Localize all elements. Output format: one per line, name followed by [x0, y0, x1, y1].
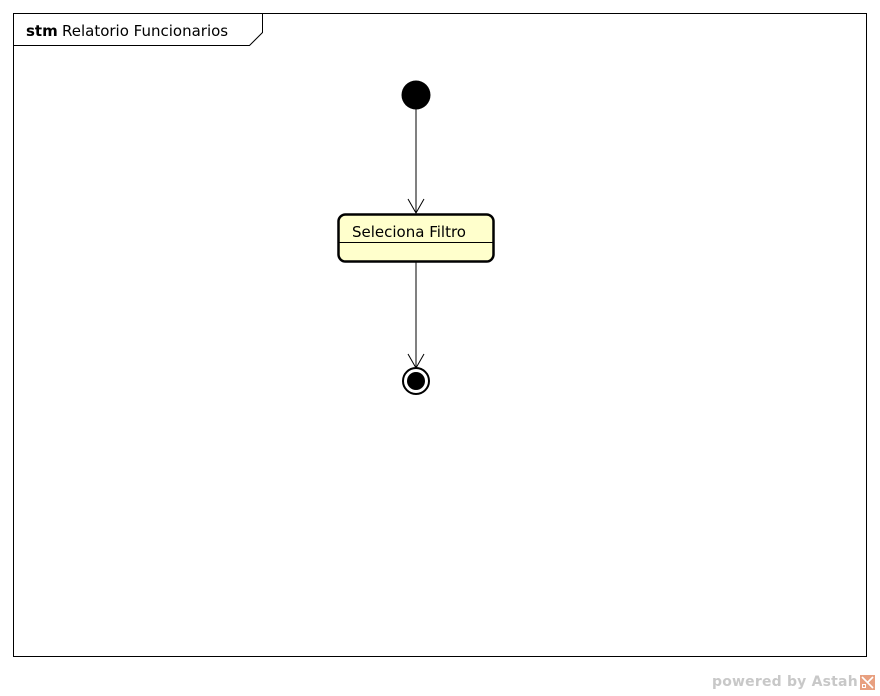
frame-keyword: stm	[26, 22, 58, 40]
initial-pseudostate[interactable]	[401, 80, 431, 110]
diagram-frame	[13, 13, 867, 657]
transition-initial-to-seleciona-filtro[interactable]	[407, 109, 425, 215]
astah-logo-icon	[860, 675, 875, 690]
final-state[interactable]	[402, 367, 430, 395]
frame-name-tab	[13, 13, 263, 46]
state-label: Seleciona Filtro	[352, 223, 466, 241]
powered-by-watermark: powered by Astah	[712, 674, 858, 690]
state-seleciona-filtro[interactable]: Seleciona Filtro	[337, 213, 495, 263]
frame-name: Relatorio Funcionarios	[62, 22, 228, 40]
